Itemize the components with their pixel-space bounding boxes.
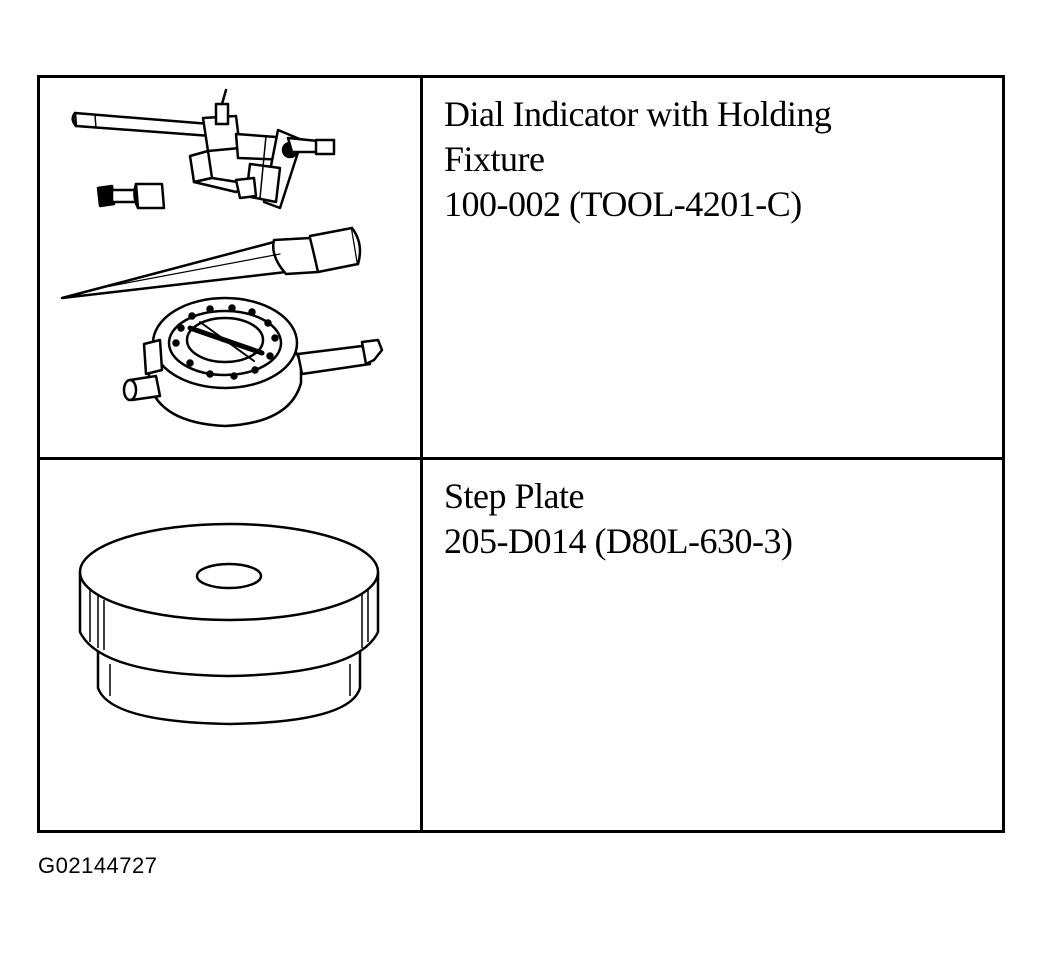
figure-id: G02144727	[38, 853, 158, 878]
dial-indicator-icon	[60, 88, 384, 428]
tool-row-dial-indicator: Dial Indicator with Holding Fixture 100-…	[40, 78, 1002, 460]
tool-description: Step Plate 205-D014 (D80L-630-3)	[444, 474, 984, 564]
tool-name-continued: Fixture	[444, 139, 545, 179]
step-plate-icon	[78, 522, 380, 726]
tool-name: Dial Indicator with Holding	[444, 94, 832, 134]
tool-name: Step Plate	[444, 476, 584, 516]
tool-image-cell	[40, 460, 423, 830]
tool-description: Dial Indicator with Holding Fixture 100-…	[444, 92, 984, 227]
tool-part-number: 205-D014 (D80L-630-3)	[444, 521, 793, 561]
tool-row-step-plate: Step Plate 205-D014 (D80L-630-3)	[40, 460, 1002, 830]
tool-part-number: 100-002 (TOOL-4201-C)	[444, 184, 802, 224]
tool-image-cell	[40, 78, 423, 457]
special-tools-table: Dial Indicator with Holding Fixture 100-…	[37, 75, 1005, 833]
